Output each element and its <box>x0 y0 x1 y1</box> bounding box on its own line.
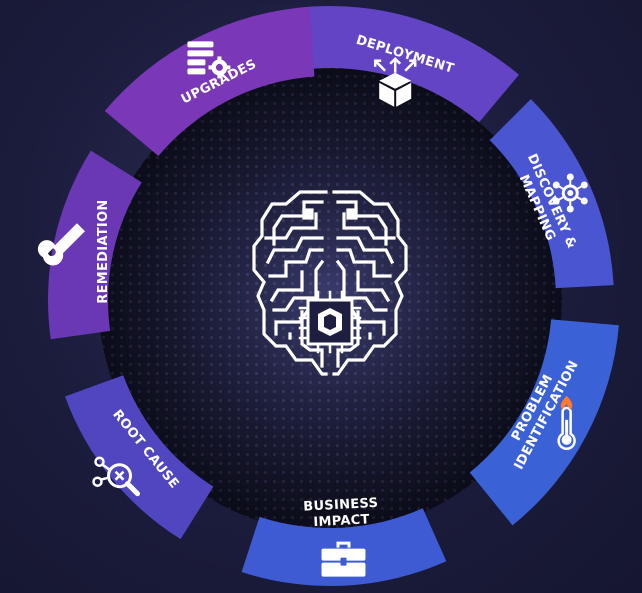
segment-band <box>489 99 614 289</box>
segment-band <box>47 150 142 340</box>
segment-band <box>104 6 315 157</box>
segment-label: BUSINESS <box>303 496 379 515</box>
segment-band <box>65 375 214 540</box>
segment-band <box>299 6 519 123</box>
circuit-brain-icon <box>252 190 408 376</box>
segment-label: REMEDIATION <box>96 199 111 303</box>
segment-1: DEPLOYMENT <box>299 6 519 123</box>
segment-6: REMEDIATION <box>37 150 142 340</box>
segment-band <box>469 319 619 526</box>
segment-label: IMPACT <box>313 512 370 530</box>
segment-band <box>241 508 447 586</box>
